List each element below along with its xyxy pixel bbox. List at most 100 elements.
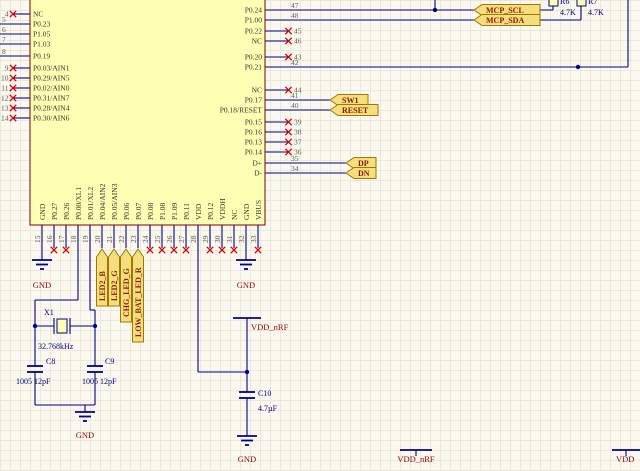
pin-name: P0.18/RESET bbox=[220, 106, 263, 115]
junction-dot bbox=[432, 7, 438, 13]
no-connect-marker[interactable] bbox=[284, 138, 293, 146]
no-connect-marker[interactable] bbox=[284, 128, 293, 136]
gnd-label: GND bbox=[76, 430, 94, 440]
gnd-symbol-left[interactable]: GND bbox=[32, 259, 52, 290]
junction-dot bbox=[575, 64, 581, 70]
pin-number: 11 bbox=[1, 84, 8, 93]
value-label: 4.7K bbox=[560, 8, 576, 17]
no-connect-marker[interactable] bbox=[284, 53, 293, 61]
vdd-nrf-power-port[interactable]: VDD_nRF bbox=[233, 317, 289, 332]
port-label: LOW_BAT_LED_R bbox=[134, 267, 143, 337]
port-flag[interactable] bbox=[96, 248, 108, 307]
pin-name: P1.00 bbox=[245, 16, 263, 25]
port-dn[interactable]: DN bbox=[345, 167, 377, 179]
pin-name: VDD bbox=[194, 203, 203, 220]
port-led2-g[interactable]: LED2_G bbox=[108, 248, 120, 307]
port-flag[interactable] bbox=[473, 4, 541, 16]
component-r7[interactable]: R7 4.7K bbox=[576, 0, 604, 17]
pin-name: P1.05 bbox=[33, 30, 51, 39]
no-connect-marker[interactable] bbox=[9, 64, 17, 72]
port-flag[interactable] bbox=[345, 157, 377, 169]
port-flag[interactable] bbox=[108, 248, 120, 307]
gnd-symbol-c10[interactable]: GND bbox=[237, 435, 257, 464]
pin-name: NC bbox=[230, 210, 239, 220]
port-chg-led[interactable]: CHG_LED_G bbox=[120, 248, 132, 323]
pin-name: VBUS bbox=[254, 200, 263, 220]
no-connect-marker[interactable] bbox=[170, 246, 178, 254]
port-low-bat-led[interactable]: LOW_BAT_LED_R bbox=[132, 248, 144, 343]
gnd-symbol-right[interactable]: GND bbox=[236, 259, 256, 290]
gnd-symbol-crystal[interactable]: GND bbox=[75, 411, 95, 440]
no-connect-marker[interactable] bbox=[182, 246, 190, 254]
no-connect-marker[interactable] bbox=[284, 118, 293, 126]
port-sw1[interactable]: SW1 bbox=[329, 94, 369, 106]
port-mcp-sda[interactable]: MCP_SDA bbox=[473, 14, 541, 26]
no-connect-marker[interactable] bbox=[284, 86, 293, 94]
pin-name: P0.11 bbox=[182, 203, 191, 220]
no-connect-marker[interactable] bbox=[9, 114, 17, 122]
port-flag[interactable] bbox=[473, 14, 541, 26]
no-connect-marker[interactable] bbox=[218, 246, 226, 254]
no-connect-marker[interactable] bbox=[50, 246, 58, 254]
no-connect-marker[interactable] bbox=[9, 10, 17, 18]
value-label: 4.7µF bbox=[258, 404, 278, 413]
pin-number: 30 bbox=[213, 235, 222, 243]
no-connect-markers[interactable] bbox=[9, 10, 293, 254]
pin-number: 29 bbox=[201, 235, 210, 243]
no-connect-marker[interactable] bbox=[158, 246, 166, 254]
no-connect-marker[interactable] bbox=[62, 246, 70, 254]
no-connect-marker[interactable] bbox=[284, 37, 293, 45]
no-connect-marker[interactable] bbox=[9, 104, 17, 112]
crystal-body[interactable] bbox=[56, 318, 68, 334]
vdd-nrf-power-port-bottom[interactable]: VDD_nRF bbox=[397, 449, 435, 464]
port-reset[interactable]: RESET bbox=[329, 104, 379, 116]
no-connect-marker[interactable] bbox=[9, 84, 17, 92]
pin-number: 16 bbox=[45, 235, 54, 243]
no-connect-marker[interactable] bbox=[9, 94, 17, 102]
pin-number: 28 bbox=[189, 235, 198, 243]
port-flag[interactable] bbox=[329, 94, 369, 106]
port-led2-b[interactable]: LED2_B bbox=[96, 248, 108, 307]
component-x1-crystal[interactable]: X1 32.768kHz bbox=[38, 308, 74, 351]
pin-number: 43 bbox=[294, 53, 302, 62]
vdd-nrf-label: VDD_nRF bbox=[251, 322, 289, 332]
port-dp[interactable]: DP bbox=[345, 157, 377, 169]
no-connect-marker[interactable] bbox=[254, 246, 262, 254]
port-label: DP bbox=[358, 159, 369, 168]
component-r6[interactable]: R6 4.7K bbox=[548, 0, 576, 17]
no-connect-marker[interactable] bbox=[146, 246, 154, 254]
pin-number: 7 bbox=[2, 35, 6, 44]
no-connect-marker[interactable] bbox=[284, 27, 293, 35]
vdd-power-port-corner[interactable]: VDD bbox=[612, 449, 640, 464]
ref-des: C8 bbox=[46, 357, 55, 366]
port-mcp-scl[interactable]: MCP_SCL bbox=[473, 4, 541, 16]
port-flag[interactable] bbox=[120, 248, 132, 323]
component-c8[interactable]: C8 1005 12pF bbox=[16, 357, 55, 386]
no-connect-marker[interactable] bbox=[230, 246, 238, 254]
pin-number: 24 bbox=[141, 235, 150, 243]
port-flag[interactable] bbox=[345, 167, 377, 179]
pin-number: 27 bbox=[177, 235, 186, 243]
no-connect-marker[interactable] bbox=[206, 246, 214, 254]
component-c10[interactable]: C10 4.7µF bbox=[239, 389, 278, 413]
bottom-pin-names: GND P0.27 P0.26 P0.00/XL1 P0.01/XL2 P0.0… bbox=[38, 183, 263, 220]
port-label: CHG_LED_G bbox=[122, 268, 131, 317]
right-pin-numbers: 47 48 45 46 43 42 44 41 40 39 38 37 36 3… bbox=[291, 1, 302, 173]
component-c9[interactable]: C9 1005 12pF bbox=[82, 357, 117, 386]
resistor-body[interactable] bbox=[576, 0, 587, 7]
chip-body[interactable] bbox=[29, 0, 266, 226]
component-u-nrf52[interactable] bbox=[29, 0, 266, 226]
port-flag[interactable] bbox=[132, 248, 144, 343]
no-connect-marker[interactable] bbox=[284, 148, 293, 156]
pin-name: P0.26 bbox=[62, 202, 71, 220]
port-label: RESET bbox=[342, 106, 369, 115]
no-connect-marker[interactable] bbox=[9, 74, 17, 82]
pin-name: NC bbox=[252, 86, 262, 95]
pin-name: P0.24 bbox=[245, 6, 263, 15]
value-label: 1005 12pF bbox=[16, 377, 51, 386]
resistor-body[interactable] bbox=[548, 0, 559, 7]
pin-number: 34 bbox=[291, 164, 299, 173]
pin-number: 20 bbox=[93, 235, 102, 243]
port-flag[interactable] bbox=[329, 104, 379, 116]
